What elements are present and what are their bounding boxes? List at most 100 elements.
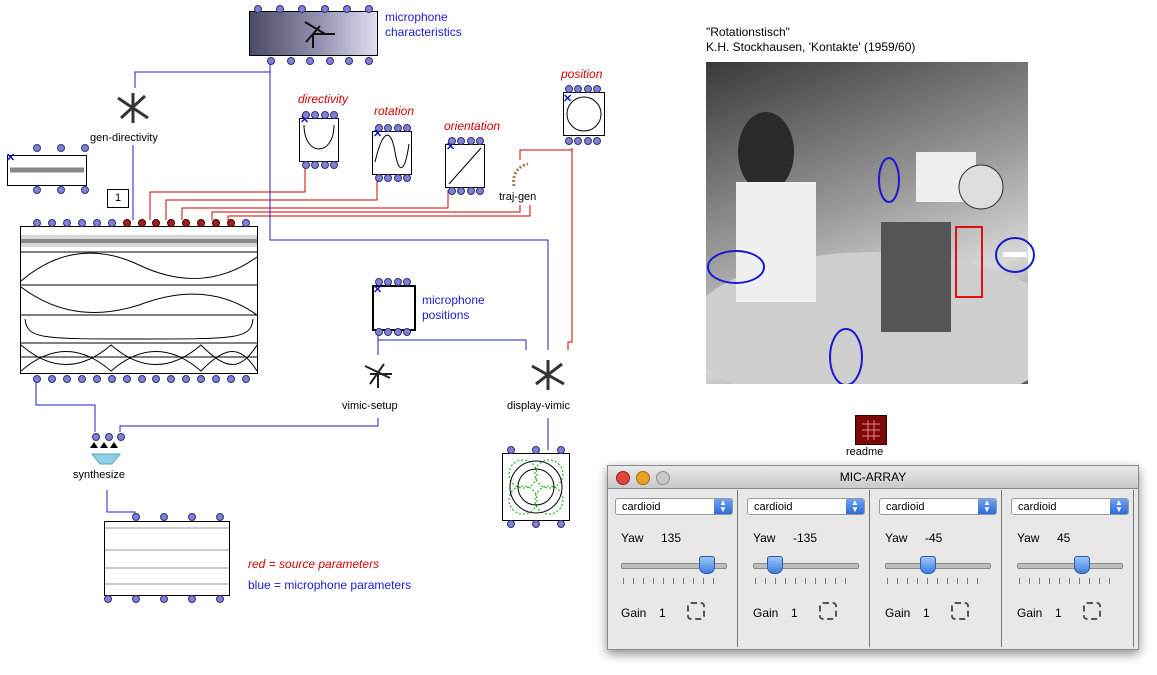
connection-dot[interactable] — [160, 595, 168, 603]
connection-dot[interactable] — [182, 375, 191, 383]
connection-dot[interactable] — [216, 595, 224, 603]
gen-directivity-icon[interactable] — [113, 88, 153, 128]
connection-dot[interactable] — [574, 85, 583, 93]
connection-dot[interactable] — [107, 375, 116, 383]
lock-x-icon[interactable]: ✕ — [6, 152, 16, 164]
yaw-slider-thumb[interactable] — [766, 556, 783, 574]
connection-dot[interactable] — [457, 187, 466, 195]
mic-characteristics-box[interactable] — [249, 11, 378, 56]
yaw-slider-thumb[interactable] — [919, 556, 936, 574]
lock-x-icon[interactable]: ✕ — [563, 93, 573, 105]
connection-dot[interactable] — [302, 111, 310, 119]
zoom-button[interactable] — [656, 471, 670, 485]
connection-dot[interactable] — [242, 219, 250, 227]
connection-dot[interactable] — [583, 137, 592, 145]
position-bpc[interactable] — [563, 92, 605, 136]
connection-dot[interactable] — [365, 57, 373, 65]
connection-dot[interactable] — [393, 278, 402, 286]
connection-dot[interactable] — [104, 595, 112, 603]
connection-dot[interactable] — [33, 186, 41, 194]
connection-dot[interactable] — [320, 5, 329, 13]
pattern-select[interactable]: cardioid▲▼ — [879, 498, 997, 515]
connection-dot[interactable] — [216, 513, 224, 521]
connection-dot[interactable] — [188, 513, 196, 521]
connection-dot[interactable] — [33, 219, 41, 227]
connection-dot[interactable] — [320, 111, 329, 119]
connection-dot[interactable] — [267, 57, 275, 65]
connection-dot[interactable] — [47, 375, 56, 383]
yaw-slider-thumb[interactable] — [699, 556, 716, 574]
connection-dot[interactable] — [242, 375, 250, 383]
connection-dot[interactable] — [330, 161, 338, 169]
connection-dot[interactable] — [457, 137, 466, 145]
orientation-bpf[interactable] — [445, 144, 485, 188]
connection-dot[interactable] — [167, 375, 176, 383]
connection-dot[interactable] — [104, 433, 113, 441]
vimic-display[interactable] — [502, 453, 570, 521]
connection-dot[interactable] — [62, 219, 71, 227]
connection-dot[interactable] — [532, 520, 540, 528]
connection-dot[interactable] — [320, 161, 329, 169]
connection-dot[interactable] — [393, 124, 402, 132]
connection-dot[interactable] — [122, 219, 131, 227]
connection-dot[interactable] — [557, 446, 565, 454]
connection-dot[interactable] — [306, 57, 315, 65]
connection-dot[interactable] — [57, 186, 65, 194]
reset-icon[interactable] — [687, 602, 705, 620]
yaw-slider-thumb[interactable] — [1074, 556, 1091, 574]
connection-dot[interactable] — [384, 124, 393, 132]
connection-dot[interactable] — [302, 161, 310, 169]
lock-x-icon[interactable]: ✕ — [300, 114, 310, 126]
mic-positions-box[interactable] — [372, 285, 416, 331]
connection-dot[interactable] — [325, 57, 334, 65]
connection-dot[interactable] — [254, 5, 262, 13]
connection-dot[interactable] — [466, 137, 475, 145]
connection-dot[interactable] — [81, 186, 89, 194]
connection-dot[interactable] — [276, 5, 285, 13]
pattern-select[interactable]: cardioid▲▼ — [1011, 498, 1129, 515]
connection-dot[interactable] — [375, 174, 383, 182]
connection-dot[interactable] — [375, 278, 383, 286]
connection-dot[interactable] — [227, 219, 236, 227]
connection-dot[interactable] — [77, 375, 86, 383]
connection-dot[interactable] — [384, 174, 393, 182]
close-button[interactable] — [616, 471, 630, 485]
number-box[interactable]: 1 — [107, 189, 129, 208]
connection-dot[interactable] — [393, 328, 402, 336]
connection-dot[interactable] — [403, 328, 411, 336]
connection-dot[interactable] — [227, 375, 236, 383]
connection-dot[interactable] — [298, 5, 307, 13]
synthesize-icon[interactable] — [88, 440, 126, 466]
connection-dot[interactable] — [345, 57, 354, 65]
readme-icon[interactable] — [855, 415, 887, 445]
connection-dot[interactable] — [152, 375, 161, 383]
minimize-button[interactable] — [636, 471, 650, 485]
connection-dot[interactable] — [92, 375, 101, 383]
yaw-slider-track[interactable] — [885, 563, 991, 569]
connection-dot[interactable] — [212, 375, 221, 383]
connection-dot[interactable] — [574, 137, 583, 145]
connection-dot[interactable] — [342, 5, 351, 13]
soundfile-box[interactable] — [7, 155, 87, 186]
connection-dot[interactable] — [403, 174, 411, 182]
connection-dot[interactable] — [384, 328, 393, 336]
connection-dot[interactable] — [375, 328, 383, 336]
connection-dot[interactable] — [152, 219, 161, 227]
connection-dot[interactable] — [188, 595, 196, 603]
connection-dot[interactable] — [167, 219, 176, 227]
connection-dot[interactable] — [197, 219, 206, 227]
connection-dot[interactable] — [57, 144, 65, 152]
lock-x-icon[interactable]: ✕ — [373, 284, 383, 296]
connection-dot[interactable] — [448, 137, 456, 145]
lock-x-icon[interactable]: ✕ — [373, 128, 383, 140]
connection-dot[interactable] — [403, 124, 411, 132]
connection-dot[interactable] — [532, 446, 540, 454]
connection-dot[interactable] — [476, 187, 484, 195]
connection-dot[interactable] — [311, 111, 320, 119]
connection-dot[interactable] — [393, 174, 402, 182]
connection-dot[interactable] — [122, 375, 131, 383]
connection-dot[interactable] — [107, 219, 116, 227]
connection-dot[interactable] — [557, 520, 565, 528]
connection-dot[interactable] — [81, 144, 89, 152]
pattern-select[interactable]: cardioid▲▼ — [615, 498, 733, 515]
